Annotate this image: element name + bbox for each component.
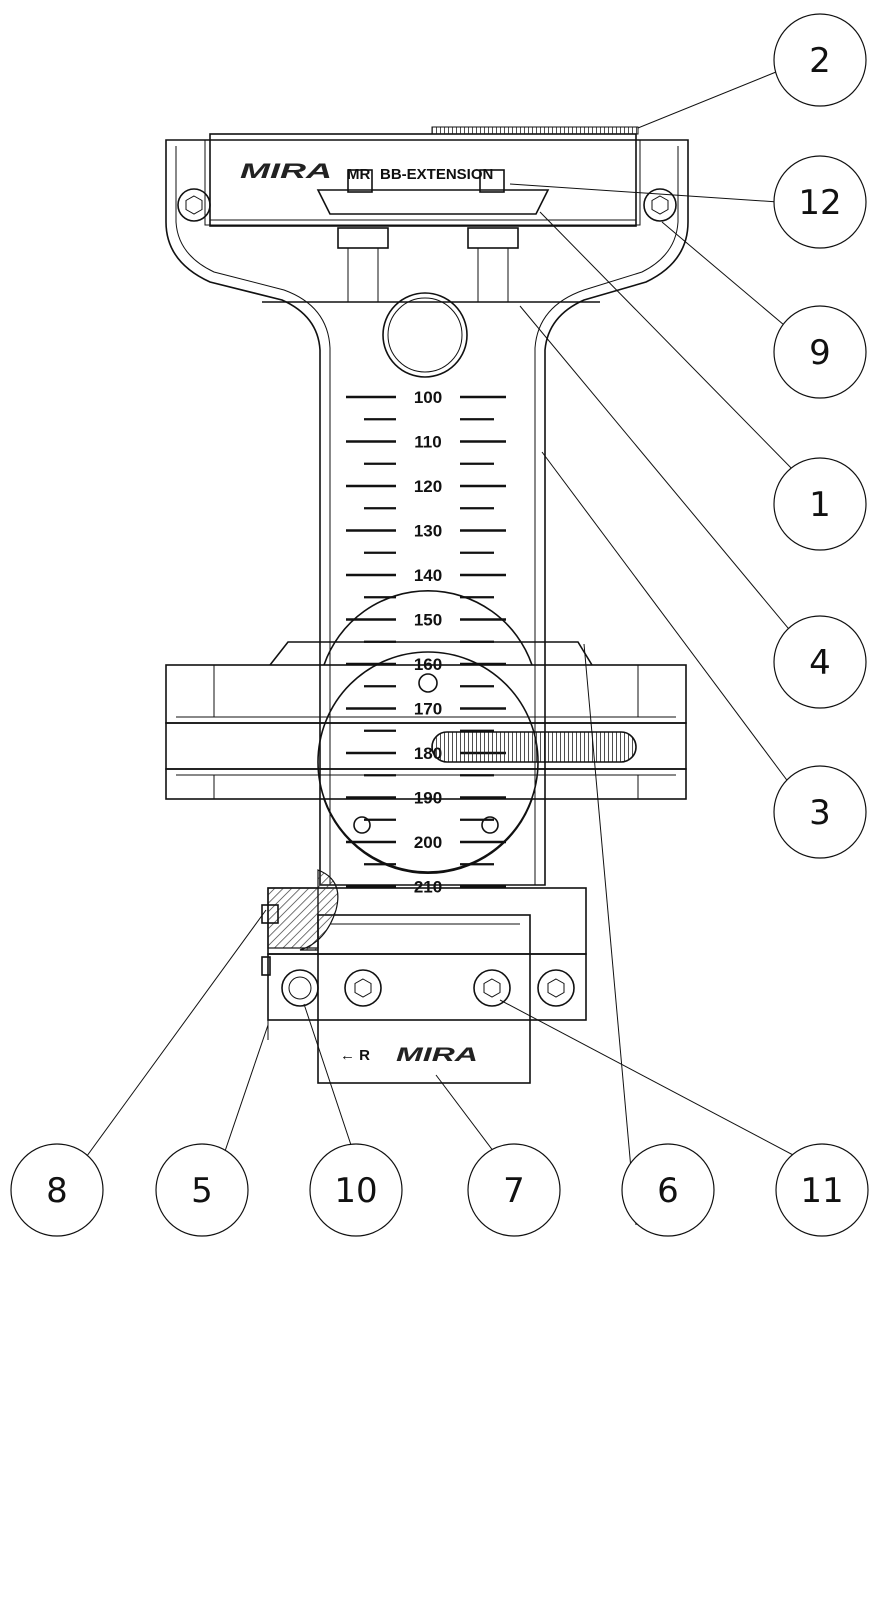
direction-label: ← R bbox=[340, 1047, 370, 1064]
scale-label: 110 bbox=[414, 433, 441, 452]
scale-label: 130 bbox=[414, 522, 442, 541]
leader-lines bbox=[83, 71, 813, 1226]
scale-label: 150 bbox=[414, 611, 442, 630]
hex-screw-right bbox=[643, 188, 677, 222]
callout-circle-12 bbox=[773, 155, 867, 249]
callout-circle-5 bbox=[155, 1143, 249, 1237]
hex-screw-clamp-4 bbox=[537, 969, 575, 1007]
callout-number-1: 1 bbox=[809, 485, 831, 525]
callout-number-6: 6 bbox=[657, 1171, 679, 1211]
callout-circle-4 bbox=[773, 615, 867, 709]
callout-number-2: 2 bbox=[809, 41, 831, 81]
scale-label: 120 bbox=[414, 477, 442, 496]
callout-circle-3 bbox=[773, 765, 867, 859]
scale-label: 190 bbox=[414, 789, 442, 808]
brand-logo-top: MIRA bbox=[240, 160, 332, 183]
scale-label: 200 bbox=[414, 833, 442, 852]
extension-label: BB-EXTENSION bbox=[380, 166, 493, 183]
callout-number-7: 7 bbox=[503, 1171, 525, 1211]
brand-logo-bottom: MIRA bbox=[396, 1045, 478, 1066]
top-bracket bbox=[165, 126, 689, 886]
bottom-view bbox=[165, 590, 687, 874]
clamp-assembly bbox=[261, 869, 587, 1084]
callout-circle-2 bbox=[773, 13, 867, 107]
callout-circle-1 bbox=[773, 457, 867, 551]
extension-prefix: MR bbox=[347, 166, 370, 183]
scale-label: 100 bbox=[414, 388, 442, 407]
callout-number-10: 10 bbox=[334, 1171, 377, 1211]
callout-circle-10 bbox=[309, 1143, 403, 1237]
callout-circle-11 bbox=[775, 1143, 869, 1237]
scale-label: 140 bbox=[414, 566, 442, 585]
callout-number-9: 9 bbox=[809, 333, 831, 373]
callout-number-5: 5 bbox=[191, 1171, 213, 1211]
callout-circle-6 bbox=[621, 1143, 715, 1237]
hex-screw-clamp-3 bbox=[473, 969, 511, 1007]
callout-number-4: 4 bbox=[809, 643, 831, 683]
callout-number-11: 11 bbox=[800, 1171, 843, 1211]
hex-screw-left bbox=[177, 188, 211, 222]
scale-label: 170 bbox=[414, 700, 442, 719]
callout-number-8: 8 bbox=[46, 1171, 68, 1211]
callout-circle-9 bbox=[773, 305, 867, 399]
hex-screw-clamp-1 bbox=[281, 969, 319, 1007]
hex-screw-clamp-2 bbox=[344, 969, 382, 1007]
scale-label: 210 bbox=[414, 878, 442, 897]
callout-circle-7 bbox=[467, 1143, 561, 1237]
callout-number-3: 3 bbox=[809, 793, 831, 833]
callout-number-12: 12 bbox=[798, 183, 841, 223]
callout-circle-8 bbox=[10, 1143, 104, 1237]
